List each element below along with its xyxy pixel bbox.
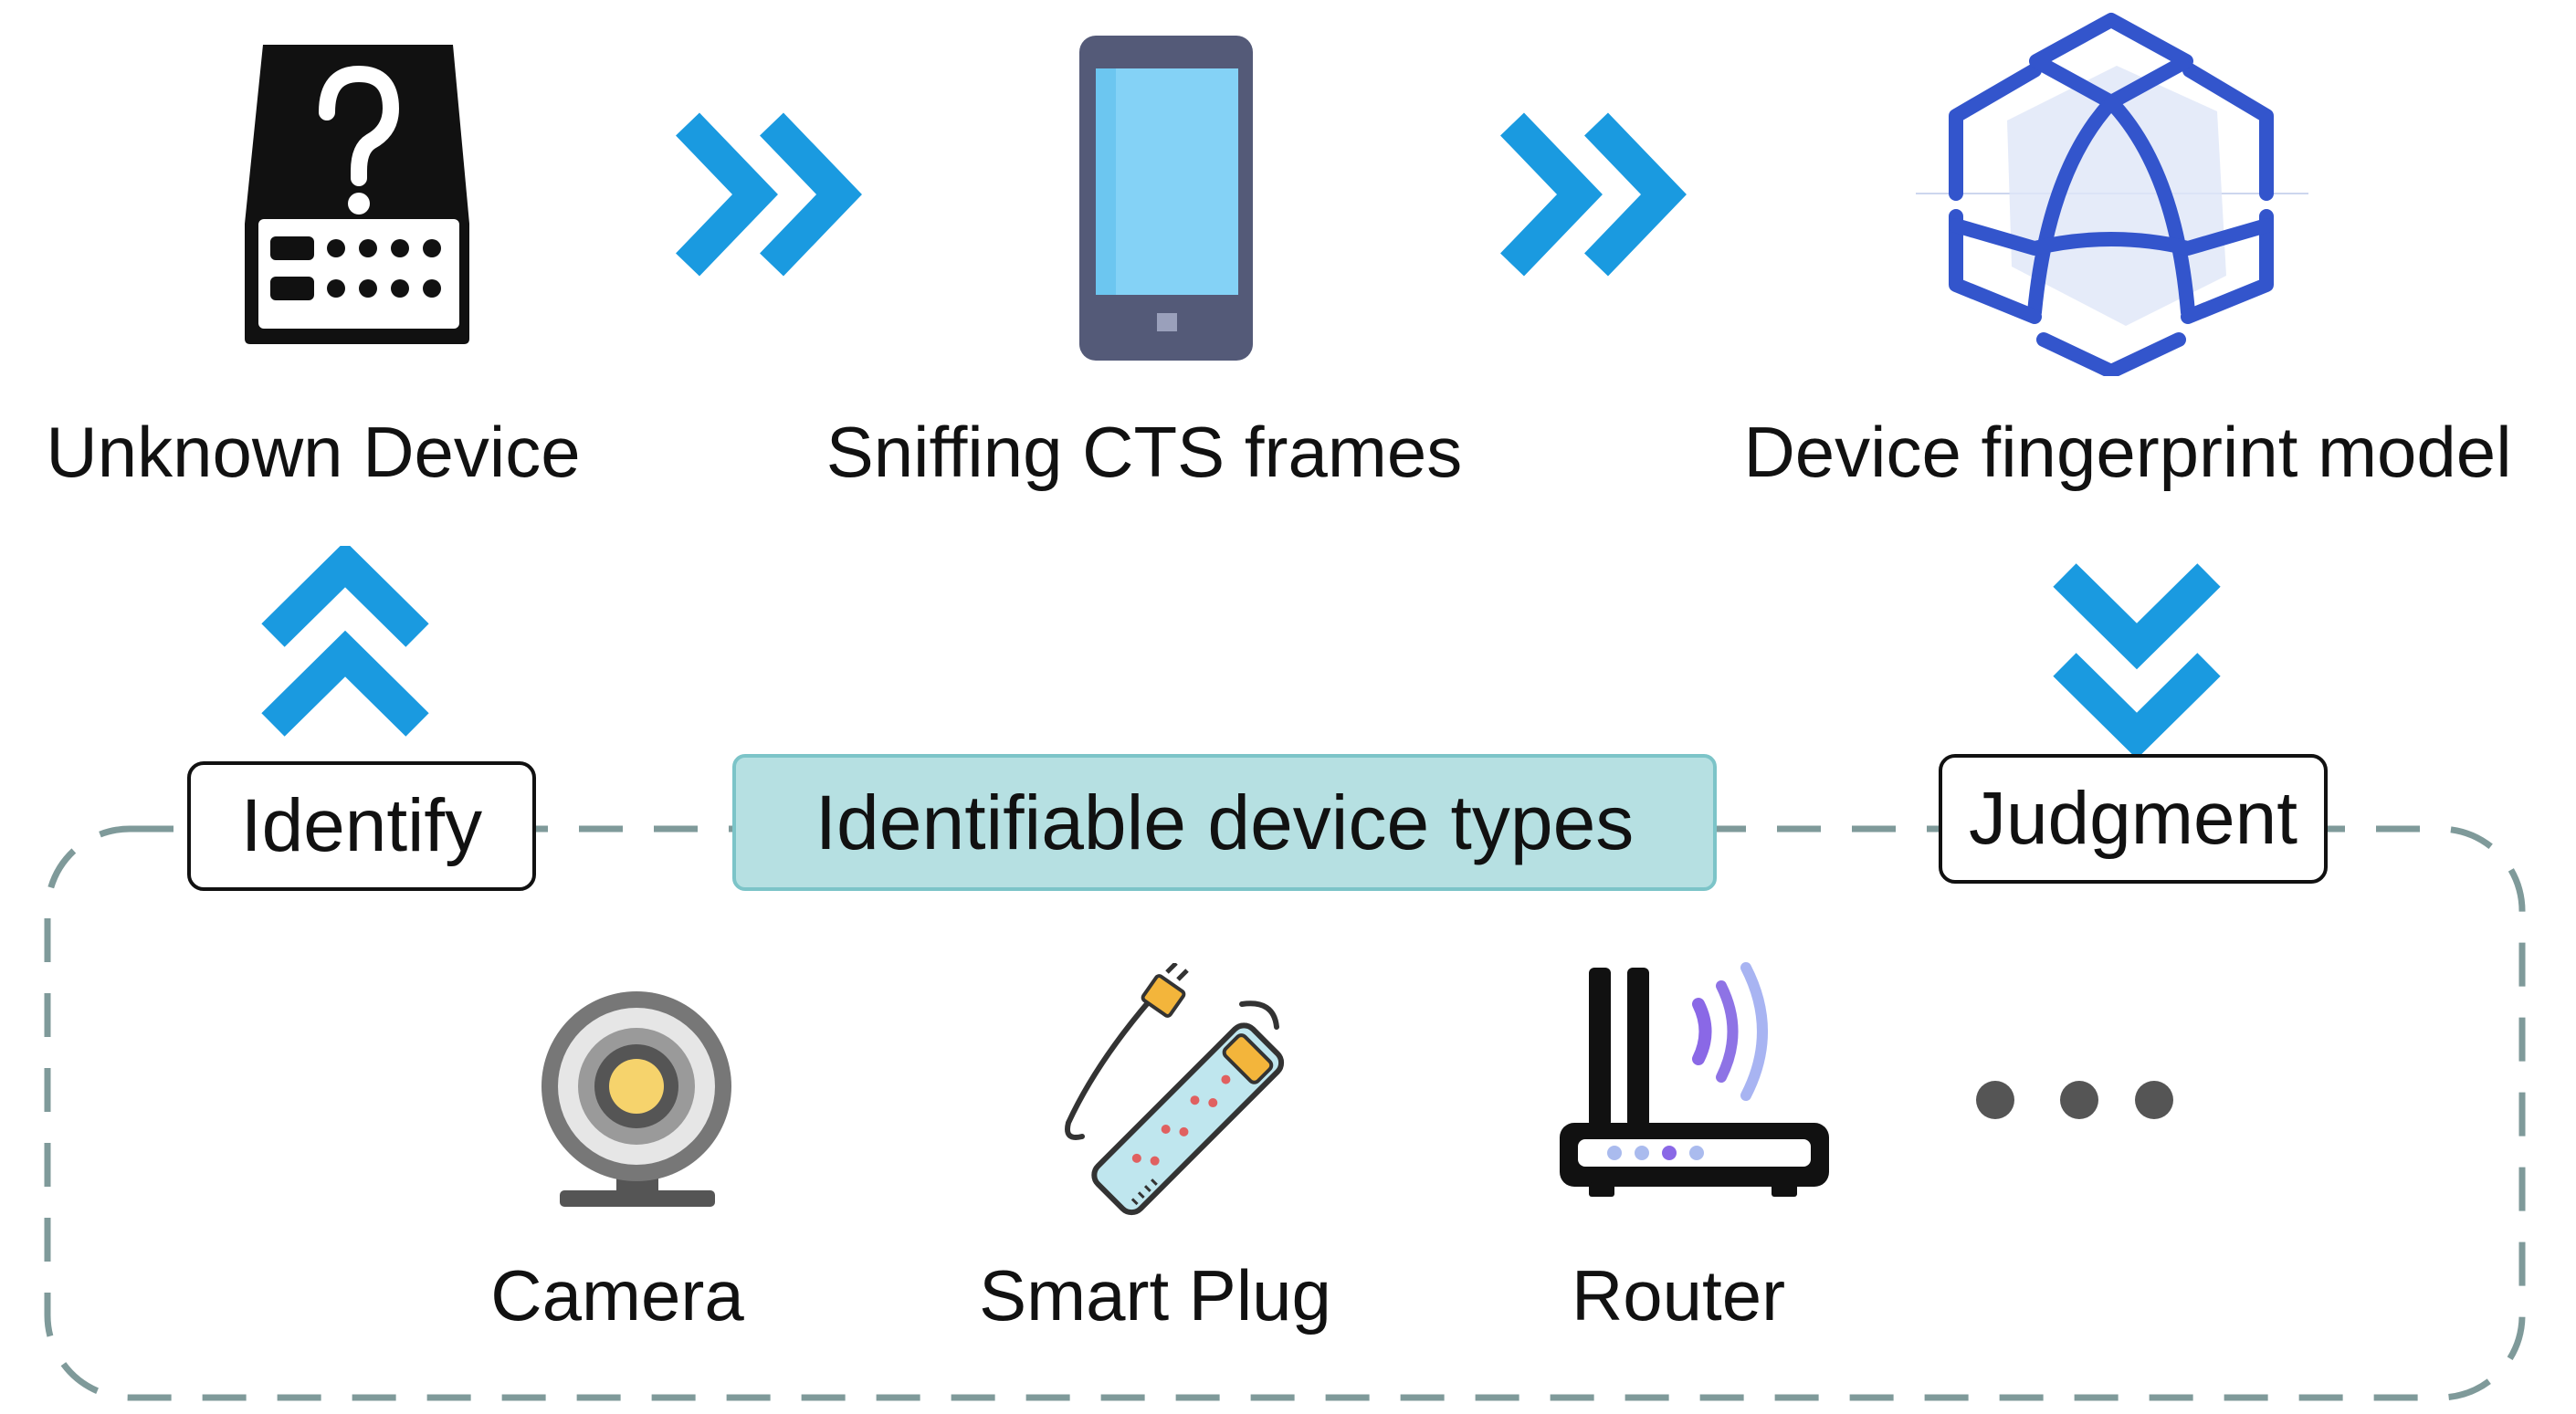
arrow-down-icon — [2053, 563, 2221, 755]
arrow-up-icon — [261, 546, 429, 737]
phone-icon — [1079, 36, 1253, 361]
device-label-camera: Camera — [490, 1255, 744, 1335]
more-ellipsis-icon — [1976, 1081, 2173, 1119]
device-label-smart-plug: Smart Plug — [979, 1255, 1331, 1335]
sniffing-label: Sniffing CTS frames — [825, 412, 1463, 492]
arrow-right-icon-2 — [1500, 112, 1687, 277]
unknown-device-icon — [245, 45, 469, 344]
fingerprint-model-label: Device fingerprint model — [1743, 412, 2512, 492]
unknown-device-label: Unknown Device — [46, 412, 581, 492]
identify-box: Identify — [187, 761, 536, 891]
device-types-title: Identifiable device types — [732, 754, 1717, 891]
judgment-box: Judgment — [1939, 754, 2328, 884]
device-label-router: Router — [1571, 1255, 1786, 1335]
camera-icon — [541, 991, 731, 1207]
router-icon — [1560, 962, 1829, 1197]
arrow-right-icon-1 — [676, 112, 862, 277]
fingerprint-model-icon — [1916, 13, 2308, 376]
smart-plug-icon — [1065, 963, 1285, 1216]
